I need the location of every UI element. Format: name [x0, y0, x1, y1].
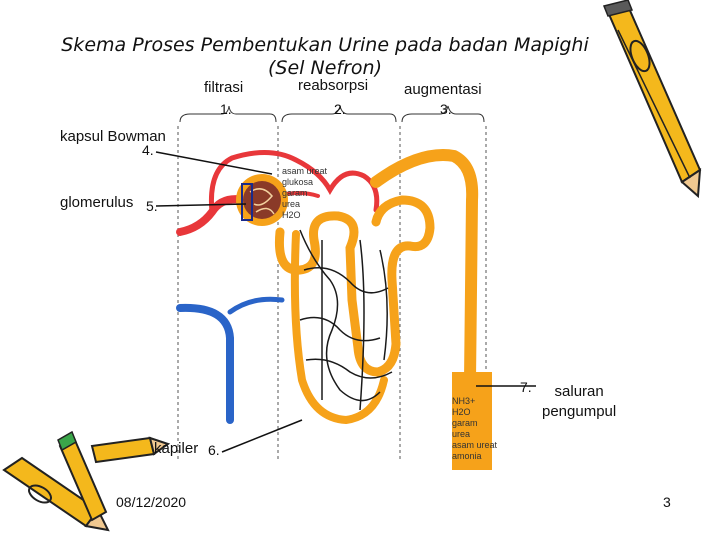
stage-label-filtrasi: filtrasi — [204, 79, 243, 96]
capsule-substance-list: asam ureat glukosa garam urea H2O — [282, 166, 327, 221]
slide-date: 08/12/2020 — [116, 494, 186, 510]
stage-label-reabsorpsi: reabsorpsi — [298, 77, 368, 94]
collecting-substance-list: NH3+ H2O garam urea asam ureat amonia — [452, 396, 497, 462]
stage-number-augmentasi: 3. — [440, 101, 452, 117]
vein-vessel — [180, 299, 282, 420]
saluran-line-1: saluran — [542, 382, 616, 402]
pencils-icon-bottom-left — [4, 432, 168, 530]
page-number: 3 — [663, 494, 671, 510]
part-number-kapsul-bowman: 4. — [142, 142, 154, 158]
part-number-glomerulus: 5. — [146, 198, 158, 214]
pencil-icon-top-right — [604, 0, 700, 196]
stage-number-filtrasi: 1. — [220, 101, 232, 117]
stage-number-reabsorpsi: 2. — [334, 101, 346, 117]
part-label-kapiler: kapiler — [154, 440, 198, 457]
part-number-saluran-pengumpul: 7. — [520, 379, 532, 395]
stage-label-augmentasi: augmentasi — [404, 81, 482, 98]
part-number-kapiler: 6. — [208, 442, 220, 458]
stage-guides — [178, 126, 486, 460]
part-label-glomerulus: glomerulus — [60, 194, 133, 211]
bowman-capsule-shape — [236, 174, 288, 226]
saluran-line-2: pengumpul — [542, 402, 616, 422]
part-label-saluran-pengumpul: saluran pengumpul — [542, 382, 616, 422]
